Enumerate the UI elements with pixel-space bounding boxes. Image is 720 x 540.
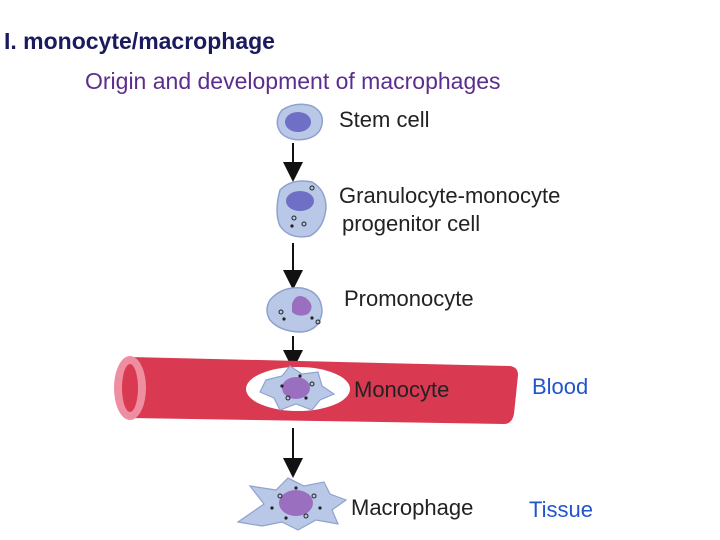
promonocyte-illustration: [266, 287, 323, 333]
stage-label-monocyte: Monocyte: [354, 377, 450, 402]
stage-label-macrophage: Macrophage: [351, 495, 474, 520]
stage-label-promonocyte: Promonocyte: [344, 286, 474, 311]
slide-heading: I. monocyte/macrophage: [4, 28, 275, 54]
location-label-blood: Blood: [532, 374, 589, 399]
location-label-tissue: Tissue: [529, 497, 593, 522]
monocyte-illustration: [259, 365, 336, 411]
stage-label-stem-cell: Stem cell: [339, 107, 430, 132]
macrophage-illustration: [236, 477, 348, 531]
stage-label-gm-progenitor-line-2: progenitor cell: [342, 211, 481, 236]
gm-progenitor-cell-illustration: [276, 180, 327, 238]
slide-subheading: Origin and development of macrophages: [85, 68, 501, 94]
stem-cell-illustration: [276, 103, 324, 141]
stage-label-gm-progenitor-line-1: Granulocyte-monocyte: [339, 183, 561, 208]
